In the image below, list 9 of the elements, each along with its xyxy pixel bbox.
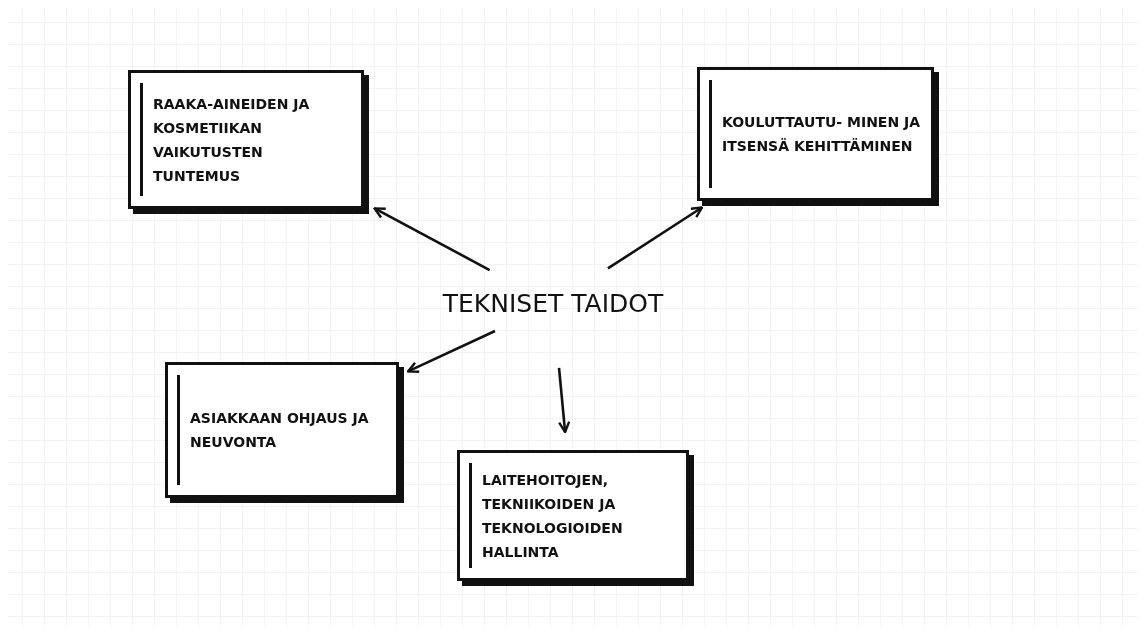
arrow	[373, 207, 491, 272]
arrow	[406, 329, 496, 373]
card-text: RAAKA-AINEIDEN JA KOSMETIIKAN VAIKUTUSTEN TUNTEMUS	[153, 94, 311, 186]
arrow	[607, 206, 704, 270]
card-text: ASIAKKAAN OHJAUS JA NEUVONTA	[190, 409, 370, 452]
card-text: KOULUTTAUTU- MINEN JA ITSENSÄ KEHITTÄMINEN	[722, 113, 922, 156]
topic-title: TEKNISET TAIDOT	[412, 288, 694, 320]
arrow	[557, 367, 571, 434]
card-text: LAITEHOITOJEN, TEKNIIKOIDEN JA TEKNOLOGIOIDEN HALLINTA	[482, 470, 624, 562]
